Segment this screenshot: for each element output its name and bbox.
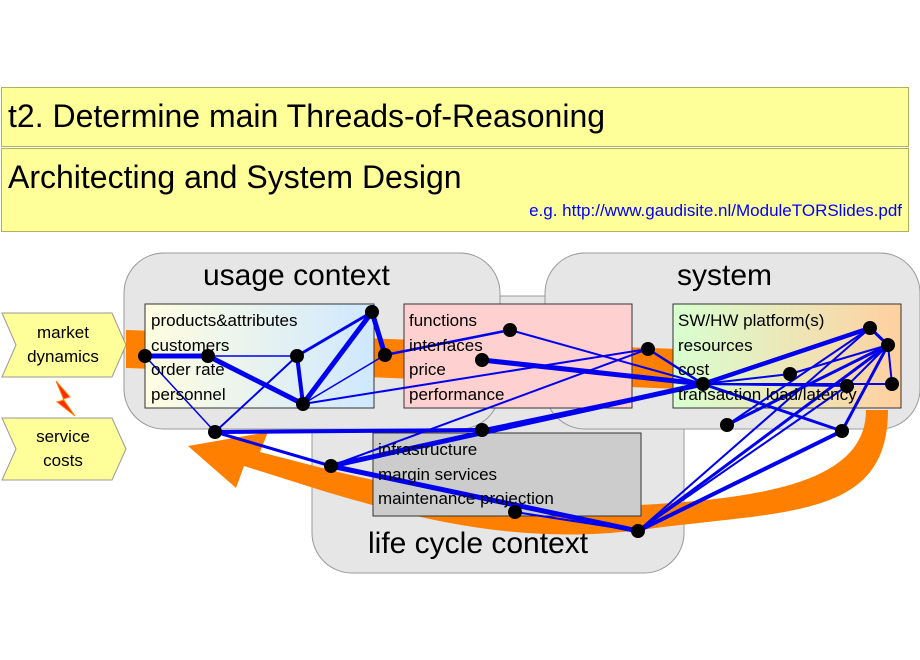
subtitle-bar: Architecting and System Design e.g. http… <box>1 148 909 232</box>
life-cycle-item-infrastructure: infrastructure <box>378 440 478 459</box>
market-dynamics-sign <box>1 312 127 378</box>
system-context-title: system <box>677 259 773 292</box>
functions-items-box <box>403 303 633 409</box>
usage-context-title: usage context <box>203 259 390 292</box>
title-bar: t2. Determine main Threads-of-Reasoning <box>1 87 909 147</box>
service-costs-label: service costs <box>36 427 90 470</box>
slide-subtitle: Architecting and System Design <box>8 159 462 195</box>
life-cycle-item-maintenance: maintenance projection <box>378 489 554 508</box>
functions-item-price: price <box>409 360 446 379</box>
life-cycle-context-title: life cycle context <box>368 527 589 560</box>
slide-title: t2. Determine main Threads-of-Reasoning <box>8 98 606 134</box>
usage-item-order-rate: order rate <box>151 360 225 379</box>
orange-arrow-loop <box>188 410 888 535</box>
service-costs-sign <box>1 417 127 481</box>
system-item-resources: resources <box>678 335 753 355</box>
usage-item-customers: customers <box>151 335 230 355</box>
lightning-icon <box>55 380 76 417</box>
system-item-transaction: transaction load/latency <box>678 384 857 404</box>
life-cycle-item-margin-services: margin services <box>378 464 498 484</box>
system-item-platform: SW/HW platform(s) <box>678 311 825 330</box>
usage-item-products: products&attributes <box>151 311 298 330</box>
reference-link[interactable]: e.g. http://www.gaudisite.nl/ModuleTORSl… <box>529 201 902 220</box>
system-item-cost: cost <box>678 360 710 379</box>
thread-nodes <box>138 305 899 538</box>
functions-item-interfaces: interfaces <box>409 335 483 355</box>
market-dynamics-label: market dynamics <box>27 323 99 366</box>
functions-item-performance: performance <box>409 384 505 404</box>
usage-item-personnel: personnel <box>151 384 226 404</box>
functions-item-functions: functions <box>409 311 478 330</box>
